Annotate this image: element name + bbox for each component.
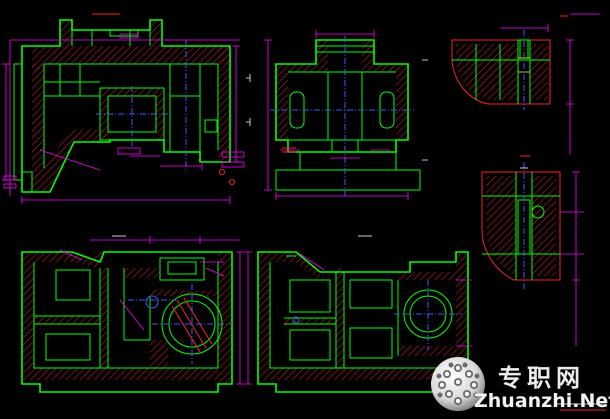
watermark-brand-english: Zhuanzhi.Net: [474, 390, 610, 412]
sphere-logo-icon: [431, 357, 485, 411]
section-view-c: [264, 30, 428, 200]
section-view-d: [244, 235, 472, 393]
watermark: 专职网 Zhuanzhi.Net: [420, 352, 610, 419]
watermark-brand-chinese: 专职网: [498, 364, 585, 392]
section-view-b: [21, 235, 244, 393]
section-view-a: [2, 13, 251, 204]
title-block-note: [556, 403, 606, 411]
detail-view-upper: [451, 13, 600, 154]
detail-view-lower: [481, 155, 584, 346]
